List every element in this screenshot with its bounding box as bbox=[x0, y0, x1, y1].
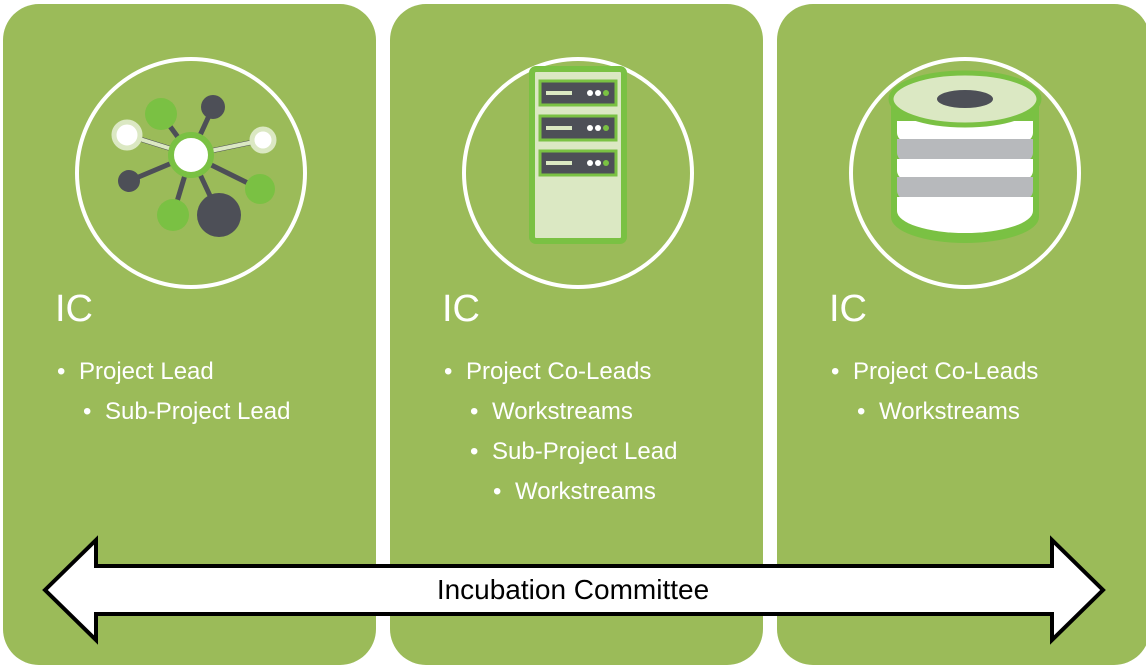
list-item: •Workstreams bbox=[493, 478, 656, 505]
card-2-icon-circle bbox=[462, 57, 694, 289]
card-1-bullets: •Project Lead •Sub-Project Lead bbox=[3, 356, 376, 436]
list-item: •Project Lead bbox=[57, 358, 214, 385]
arrow-label: Incubation Committee bbox=[436, 574, 710, 605]
card-3-bullets: •Project Co-Leads •Workstreams bbox=[777, 356, 1146, 436]
list-item: •Workstreams bbox=[470, 398, 633, 425]
card-3: IC •Project Co-Leads •Workstreams bbox=[777, 4, 1146, 665]
database-stack-icon bbox=[888, 70, 1042, 243]
card-2-bullets: •Project Co-Leads •Workstreams •Sub-Proj… bbox=[390, 356, 763, 516]
card-2: IC •Project Co-Leads •Workstreams •Sub-P… bbox=[390, 4, 763, 665]
card-1-icon-circle bbox=[75, 57, 307, 289]
list-item: •Project Co-Leads bbox=[444, 358, 652, 385]
card-1: IC •Project Lead •Sub-Project Lead bbox=[3, 4, 376, 665]
list-item: •Project Co-Leads bbox=[831, 358, 1039, 385]
network-nodes-icon bbox=[111, 95, 277, 237]
list-item: •Sub-Project Lead bbox=[470, 438, 678, 465]
card-1-heading: IC bbox=[55, 288, 93, 330]
list-item: •Sub-Project Lead bbox=[83, 398, 291, 425]
card-3-icon-circle bbox=[849, 57, 1081, 289]
server-rack-icon bbox=[529, 66, 627, 244]
list-item: •Workstreams bbox=[857, 398, 1020, 425]
card-2-heading: IC bbox=[442, 288, 480, 330]
card-3-heading: IC bbox=[829, 288, 867, 330]
